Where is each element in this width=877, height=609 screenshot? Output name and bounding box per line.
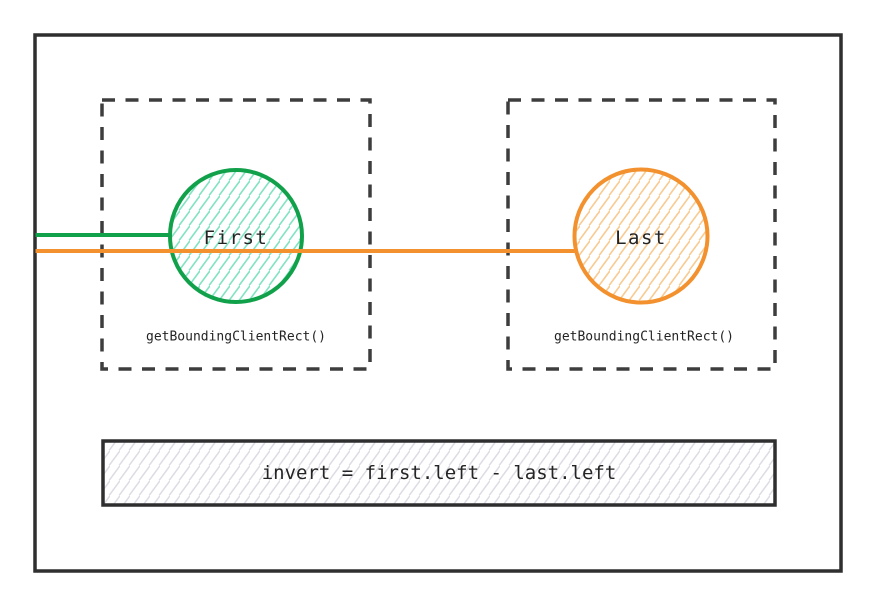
- last-getboundingclientrect-caption: getBoundingClientRect(): [553, 329, 735, 345]
- first-getboundingclientrect-caption: getBoundingClientRect(): [145, 329, 327, 345]
- first-bounding-box: [100, 98, 372, 371]
- first-circle-label: First: [203, 227, 269, 249]
- invert-formula-text: invert = first.left - last.left: [261, 462, 617, 484]
- last-circle-label: Last: [615, 227, 667, 249]
- viewport-frame: [33, 33, 843, 573]
- invert-formula-box: [101, 439, 777, 507]
- last-bounding-box: [506, 98, 777, 371]
- last-circle: [572, 167, 710, 305]
